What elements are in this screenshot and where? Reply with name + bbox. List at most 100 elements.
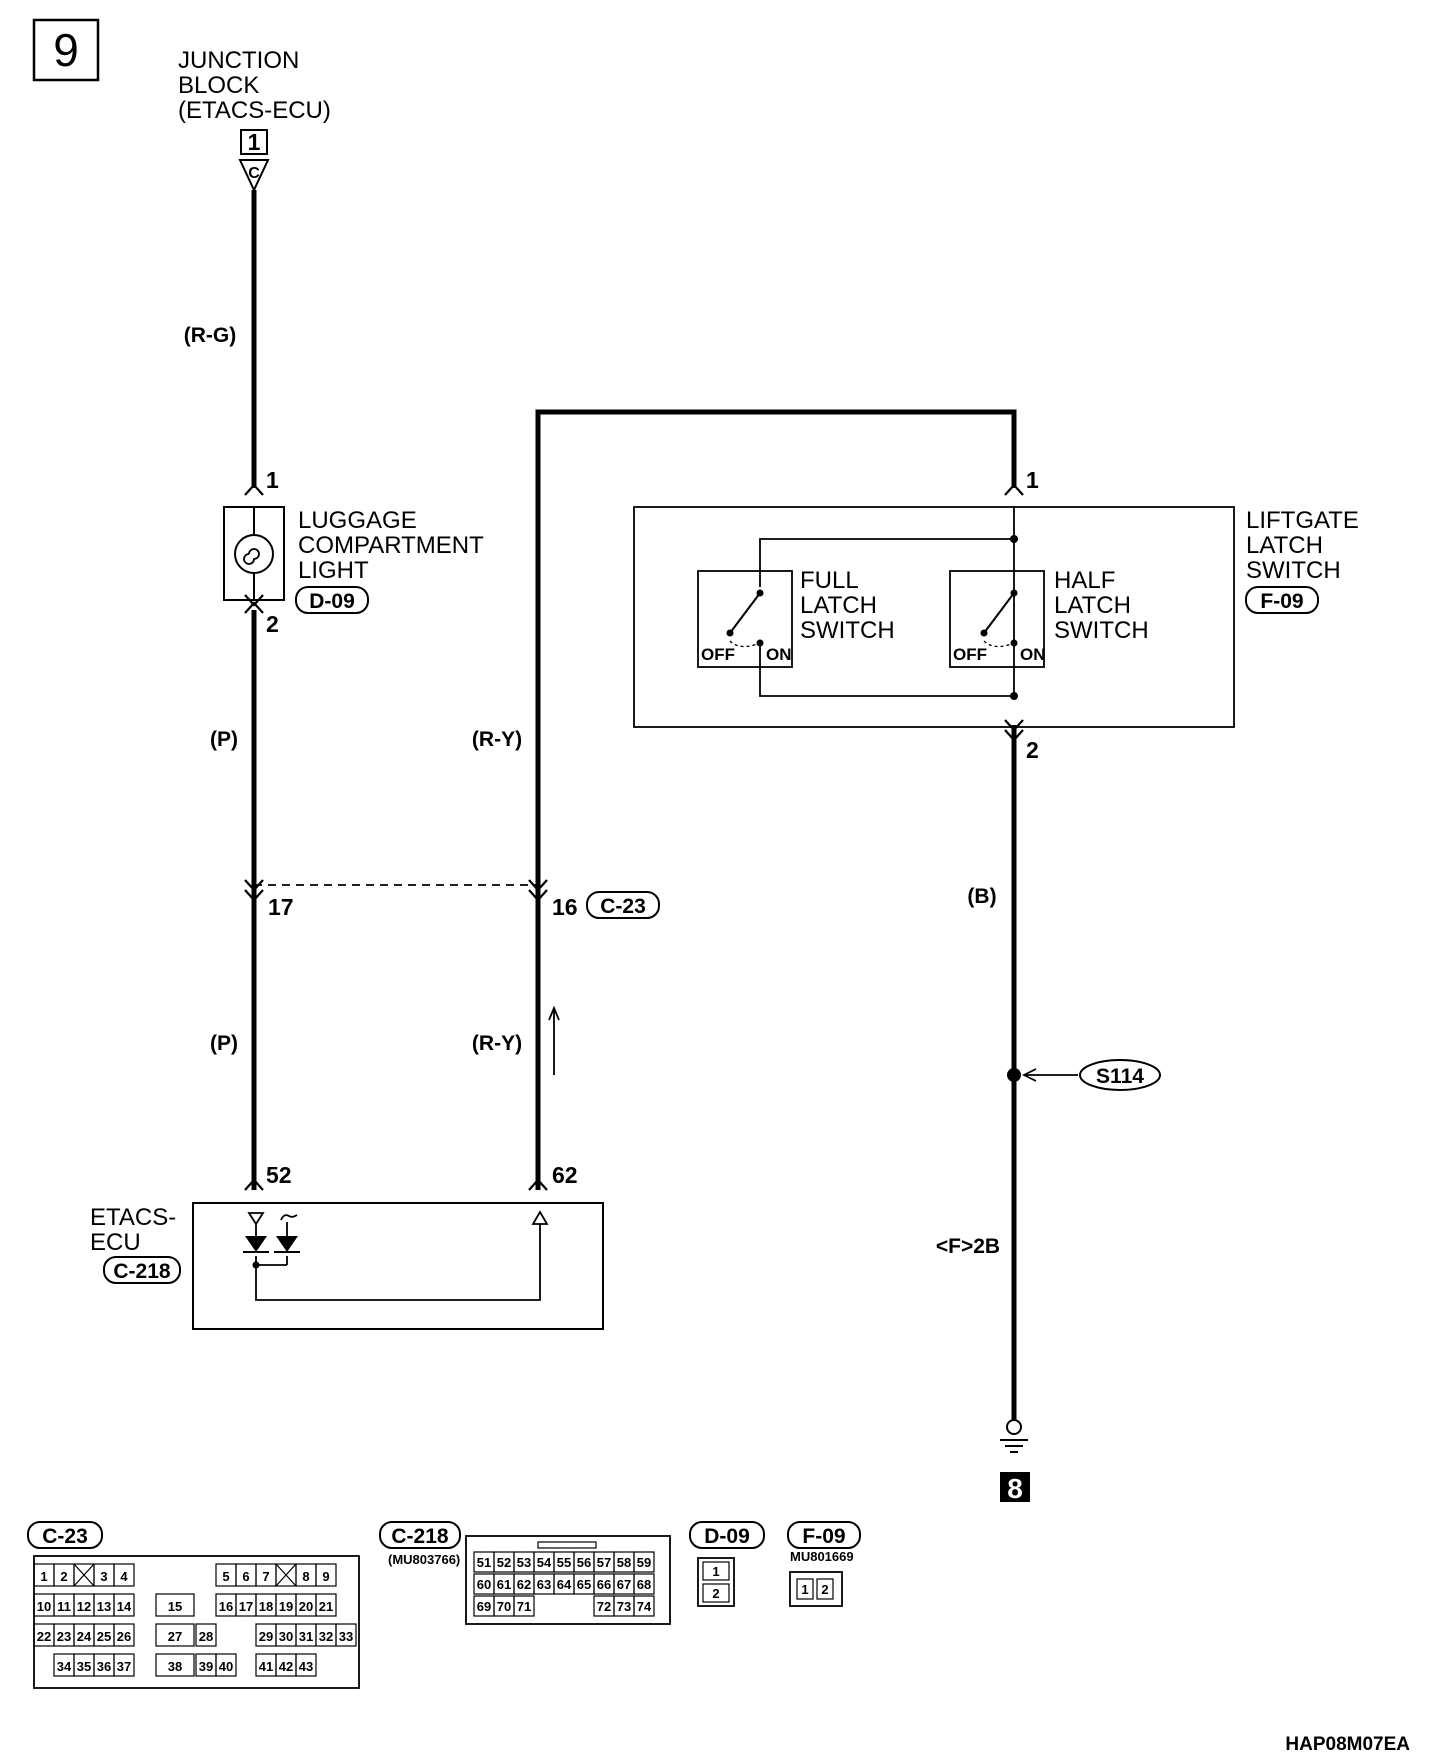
c23-pin-26: 26	[117, 1629, 131, 1644]
c23-pin-16: 16	[219, 1599, 233, 1614]
c218-pin-74-cell	[633, 1595, 655, 1617]
continue-page: 8	[1007, 1473, 1023, 1504]
c23-pin-37-cell	[113, 1653, 135, 1677]
half-latch-label-3: SWITCH	[1054, 617, 1149, 644]
c23-pin-10: 10	[37, 1599, 51, 1614]
half-latch-label-1: HALF	[1054, 567, 1115, 594]
c218-pin-65: 65	[577, 1577, 591, 1592]
c218-pin-71-cell	[513, 1595, 535, 1617]
splice-pointer	[1021, 1068, 1078, 1082]
etacs-ecu: 52 62 ETACS- ECU C-218	[90, 1162, 604, 1330]
c218-pin-62: 62	[517, 1577, 531, 1592]
c218-pin-67: 67	[617, 1577, 631, 1592]
c218-pin-68: 68	[637, 1577, 651, 1592]
c23-pin-37: 37	[117, 1659, 131, 1674]
wire-color-b: (B)	[967, 885, 996, 908]
full-latch-switch: OFF ON FULL LATCH SWITCH	[697, 567, 895, 668]
f09-part-number: MU801669	[790, 1549, 854, 1564]
c23-pin-38-cell	[155, 1653, 195, 1677]
ecu-pin-52: 52	[266, 1162, 292, 1188]
d09-view-label: D-09	[704, 1525, 750, 1548]
c23-view-label: C-23	[42, 1525, 88, 1548]
continue-box	[1000, 1472, 1030, 1502]
luggage-compartment-light: 1 2 LUGGAGE COMPARTMENT LIGHT D-09	[223, 467, 484, 637]
c23-pin-21-cell	[315, 1593, 337, 1617]
c23-pin-4-cell	[113, 1563, 135, 1587]
c218-pin-71: 71	[517, 1599, 531, 1614]
c23-pin-14-cell	[113, 1593, 135, 1617]
light-connector: D-09	[309, 590, 355, 613]
junction-block-label-3: (ETACS-ECU)	[178, 97, 331, 124]
c23-pin-24: 24	[77, 1629, 92, 1644]
liftgate-pin-bottom: 2	[1026, 737, 1039, 763]
c23-pin-40-cell	[215, 1653, 237, 1677]
f09-pin-2: 2	[821, 1582, 828, 1597]
c23-pin-9-cell	[315, 1563, 337, 1587]
ecu-label-2: ECU	[90, 1229, 141, 1256]
full-latch-label-2: LATCH	[800, 592, 877, 619]
c23-pin-4: 4	[120, 1569, 128, 1584]
d09-pin-2: 2	[712, 1586, 719, 1601]
c23-pin-41: 41	[259, 1659, 273, 1674]
c23-pin-22: 22	[37, 1629, 51, 1644]
c23-pin-38: 38	[168, 1659, 182, 1674]
junction-block: JUNCTION BLOCK (ETACS-ECU) 1 C	[178, 47, 331, 193]
c23-pin-33-cell	[335, 1623, 357, 1647]
c23-pin-29: 29	[259, 1629, 273, 1644]
full-latch-label-1: FULL	[800, 567, 859, 594]
ecu-pin-62: 62	[552, 1162, 578, 1188]
c23-pin-21: 21	[319, 1599, 333, 1614]
c23-pin-42: 42	[279, 1659, 293, 1674]
c23-pin-6: 6	[242, 1569, 249, 1584]
junction-block-label-2: BLOCK	[178, 72, 259, 99]
c218-pin-52: 52	[497, 1555, 511, 1570]
liftgate-label-1: LIFTGATE	[1246, 507, 1359, 534]
full-latch-label-3: SWITCH	[800, 617, 895, 644]
c218-pin-74: 74	[637, 1599, 652, 1614]
half-latch-label-2: LATCH	[1054, 592, 1131, 619]
wire-color-p-upper: (P)	[210, 728, 238, 751]
junction-block-label-1: JUNCTION	[178, 47, 299, 74]
ground-reference: <F>2B	[936, 1235, 1000, 1258]
f09-view-label: F-09	[802, 1525, 845, 1548]
c23-pin-34: 34	[57, 1659, 72, 1674]
ecu-label-1: ETACS-	[90, 1204, 176, 1231]
c23-pin-43: 43	[299, 1659, 313, 1674]
c23-pin-9: 9	[322, 1569, 329, 1584]
d09-pin-1: 1	[712, 1564, 719, 1579]
c23-pin-2: 2	[60, 1569, 67, 1584]
liftgate-connector: F-09	[1260, 590, 1303, 613]
c218-pin-61: 61	[497, 1577, 511, 1592]
wires	[251, 190, 1017, 1420]
c23-pin-35: 35	[77, 1659, 91, 1674]
c23-pin-32: 32	[319, 1629, 333, 1644]
wire-color-ry-lower: (R-Y)	[472, 1032, 522, 1055]
c23-pin-17: 17	[239, 1599, 253, 1614]
wire-color-rg: (R-G)	[184, 324, 236, 347]
junction-connector-triangle	[238, 159, 270, 193]
c23-pin-23: 23	[57, 1629, 71, 1644]
c23-pin-blank-blank	[73, 1563, 95, 1587]
c23-pin-19: 19	[279, 1599, 293, 1614]
c218-pin-57: 57	[597, 1555, 611, 1570]
splice-label: S114	[1096, 1065, 1144, 1088]
c218-pin-53: 53	[517, 1555, 531, 1570]
c23-pin-43-cell	[295, 1653, 317, 1677]
c218-pin-59-cell	[633, 1551, 655, 1573]
c23-pin-30: 30	[279, 1629, 293, 1644]
light-label-1: LUGGAGE	[298, 507, 417, 534]
ground-symbol	[1000, 1419, 1028, 1453]
c218-pin-60: 60	[477, 1577, 491, 1592]
c218-pin-51: 51	[477, 1555, 491, 1570]
half-latch-switch: OFF ON HALF LATCH SWITCH	[949, 567, 1149, 668]
c218-pin-56: 56	[577, 1555, 591, 1570]
c23-pin-27-cell	[155, 1623, 195, 1647]
junction-block-terminal: 1	[248, 129, 261, 155]
c218-part-number: (MU803766)	[388, 1552, 460, 1567]
half-latch-on: ON	[1020, 645, 1046, 664]
connector-view-d09: D-09 1 2	[689, 1521, 765, 1607]
